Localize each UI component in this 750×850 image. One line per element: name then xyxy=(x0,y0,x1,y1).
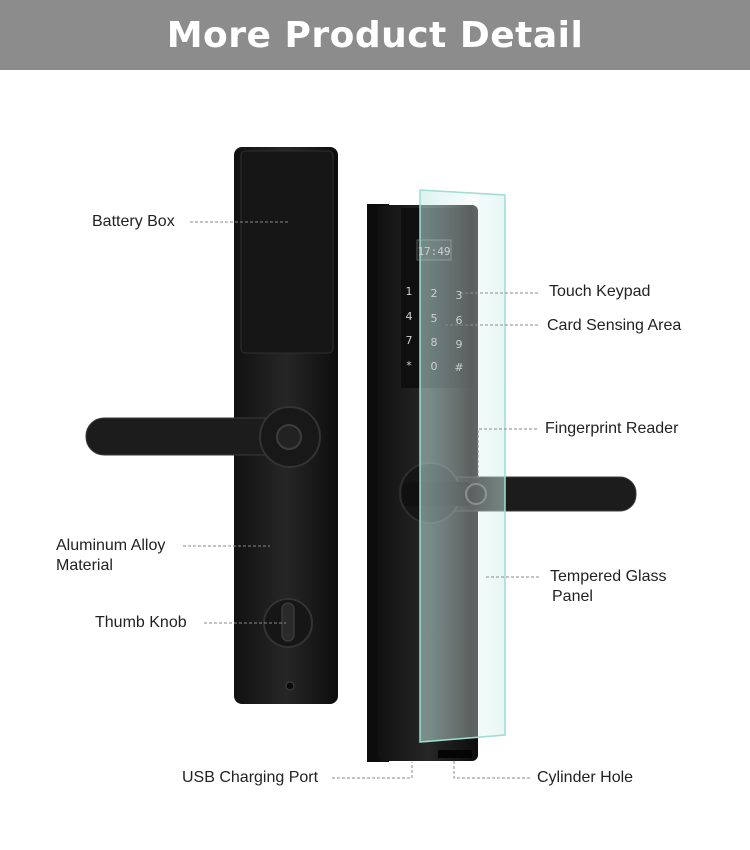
keypad-key: 3 xyxy=(456,289,463,302)
label-fingerprint-reader: Fingerprint Reader xyxy=(545,420,679,437)
keypad-key: 6 xyxy=(456,314,463,327)
keypad-key: * xyxy=(406,359,412,372)
keypad-key: 2 xyxy=(431,287,438,300)
label-battery-box: Battery Box xyxy=(92,213,175,230)
keypad-key: 0 xyxy=(431,360,438,373)
label-aluminum-alloy-line2: Material xyxy=(56,557,113,574)
usb-port-hole xyxy=(285,681,295,691)
keypad-key: 1 xyxy=(406,285,413,298)
keypad-keys: 1 2 3 4 5 6 7 8 9 * 0 # xyxy=(406,285,464,374)
label-cylinder-hole: Cylinder Hole xyxy=(537,769,634,786)
battery-box-cover xyxy=(240,150,334,354)
keypad-key: 9 xyxy=(456,338,463,351)
leader-lines xyxy=(183,221,541,779)
tempered-glass-pane xyxy=(419,189,506,743)
keypad-key: 8 xyxy=(431,336,438,349)
label-card-sensing-area: Card Sensing Area xyxy=(547,317,682,334)
keypad-key: 5 xyxy=(431,312,438,325)
page-title: More Product Detail xyxy=(166,14,584,56)
keypad-key: 4 xyxy=(406,310,413,323)
keypad-key: # xyxy=(454,361,463,374)
label-usb-charging-port: USB Charging Port xyxy=(182,769,319,786)
cylinder-hole xyxy=(438,750,472,758)
label-thumb-knob: Thumb Knob xyxy=(95,614,187,631)
label-aluminum-alloy-line1: Aluminum Alloy xyxy=(56,537,166,554)
label-tempered-glass-line1: Tempered Glass xyxy=(550,568,667,585)
header-banner: More Product Detail xyxy=(0,0,750,70)
label-tempered-glass-line2: Panel xyxy=(552,588,593,605)
time-display-text: 17:49 xyxy=(417,245,450,258)
label-touch-keypad: Touch Keypad xyxy=(549,283,651,300)
leader-usb-port xyxy=(332,762,413,779)
thumb-knob-grip xyxy=(281,602,295,642)
leader-cylinder-hole xyxy=(453,760,530,779)
leader-fingerprint xyxy=(477,428,537,480)
keypad-key: 7 xyxy=(406,334,413,347)
back-lock-panel xyxy=(85,147,338,704)
back-handle-pin xyxy=(276,424,302,450)
